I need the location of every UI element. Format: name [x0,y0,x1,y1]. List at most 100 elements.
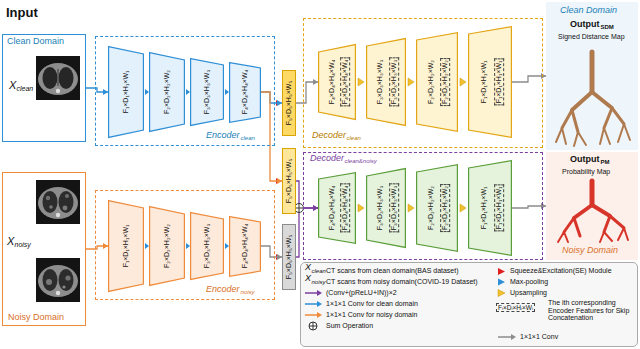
legend-upsampling-triangle [498,290,505,297]
feature-size: F₂×D₂×H₂×W₂ [163,224,171,268]
ct-scan-part [63,206,68,211]
connector-arrow [261,92,282,106]
node-label: Decoder [310,154,344,164]
max-pooling-symbol-part [186,89,190,95]
ct-scan [36,56,80,100]
node-label: PM [601,159,610,166]
connector-arrow [512,203,546,209]
ct-scan [36,258,80,302]
block-outline [416,164,458,252]
encoder-block: F₁×D₁×H₁×W₁ [108,46,144,138]
decoder-block: F₃×D₃×H₃×W₃F₃×D₃×H₃×W₃ [366,38,406,126]
ct-scan-part [36,56,80,100]
block-shape [367,39,406,126]
feature-size: F₄×D₄×H₄×W₄ [241,70,249,115]
ct-scan-part [46,279,52,285]
block-shape [367,169,406,248]
upsampling-symbol-part [460,204,466,212]
node-label: Probability Map [562,168,610,176]
node-label: SDM [601,24,614,31]
noisy-output-ground [546,152,638,260]
decoder-block: F₂×D₂×H₂×W₂F₂×D₂×H₂×W₂ [416,164,458,252]
node-label: X [7,235,14,247]
decoder-block: F₄×D₄×H₄×W₄F₄×D₄×H₄×W₄ [318,172,356,244]
legend-purple-arrow-part [317,290,322,296]
connector-arrow [86,88,108,95]
encoder-block: F₃×D₃×H₃×W₃ [190,58,224,126]
decoder-block: F₃×D₃×H₃×W₃F₃×D₃×H₃×W₃ [366,168,406,248]
encoder-block: F₃×D₃×H₃×W₃ [190,212,224,280]
block-outline [318,172,356,244]
block-shape [150,53,185,132]
legend-text: 1×1×1 Conv for clean domain [326,300,418,308]
node-label: Clean Domain [560,6,617,16]
block-shape [469,161,512,256]
ct-scan-part [65,194,69,198]
max-pooling-symbol-part [145,89,149,95]
block-shape [319,45,356,120]
node-label: clean [347,135,361,142]
clean-domain-panel: Clean DomainXclean [2,34,86,142]
arrow-head [313,205,318,211]
feature-size: F₁×D₁×H₁×W₁ [122,225,130,268]
legend-sum-symbol-part [309,322,317,330]
bottleneck-block: F₅×D₅×H₅×W₅ [282,224,296,290]
ct-scan-part [56,213,60,217]
legend-label: CT scans from clean domain(BAS dataset) [326,267,459,275]
max-pooling-symbol-part [225,89,229,95]
upsampling-symbol-part [408,204,414,212]
legend-blue-arrow-part [305,303,318,305]
legend-grey-arrow-part [498,336,512,338]
legend-text: (Conv+(pReLU+IN))×2 [326,289,397,297]
ct-scan-part [59,67,74,89]
node-label: Decoder [312,131,346,141]
feature-size: F₂×D₂×H₂×W₂ [163,70,171,114]
ct-scan-part [43,67,58,89]
ct-scan-part [43,191,58,213]
legend-grey-arrow-part [511,334,516,340]
airway-tree-sdm-part [562,108,624,132]
arrow-head [103,89,108,95]
skip-feature-size: F₄×D₄×H₄×W₄ [340,58,350,107]
legend-text: Squeeze&Excitation(SE) Module [510,267,612,275]
block-shape [109,47,144,138]
block-outline [468,26,512,138]
connector-line [512,206,546,208]
encoder-block: F₂×D₂×H₂×W₂ [149,52,185,132]
feature-size: F₄×D₄×H₄×W₄ [328,186,336,231]
legend-grey-arrow [498,334,516,340]
skip-feature-size: F₂×D₂×H₂×W₂ [441,58,451,106]
ct-scan-part [56,291,60,295]
airway-tree-pm-part [564,216,624,236]
airway-tree-sdm [556,52,630,146]
output-panel: Clean DomainOutputSDMSigned Distance Map [546,2,638,150]
block-shape [230,216,261,276]
feature-size: F₅×D₅×H₅×W₅ [285,81,293,126]
encoder-block: F₁×D₁×H₁×W₁ [108,200,144,292]
arrow-head [313,79,318,85]
legend-sum-symbol-part [309,322,317,330]
feature-size: F₄×D₄×H₄×W₄ [328,60,336,105]
airway-tree-sdm-part [556,124,630,146]
legend-text: The ith corresponding Encoder Features f… [548,299,634,322]
node-label: clean [241,135,255,142]
ct-scan-part [36,180,80,224]
ct-scan-part [38,187,78,219]
connector-arrow [512,73,546,82]
connector-line [296,208,318,257]
encoder-group: Encoderclean F₁×D₁×H₁×W₁ F₂×D₂×H₂×W₂ F₃×D₃×… [95,36,275,146]
connector-arrow [296,79,318,103]
legend-orange-arrow-part [317,312,322,318]
legend-text: Sum Operation [326,322,373,330]
node-label: Encoder [206,131,240,141]
airway-tree-pm-part [590,181,595,205]
ct-scan [36,180,80,224]
noisy-domain-panel: XnoisyNoisy Domain [2,172,86,326]
node-label: X [9,79,16,91]
decoder-group: Decoderclean&noisyF₄×D₄×H₄×W₄F₄×D₄×H₄×W₄… [303,152,543,260]
block-outline [318,44,356,120]
decoder-block: F₄×D₄×H₄×W₄ F₄×D₄×H₄×W₄ [318,44,356,120]
encoder-block: F₂×D₂×H₂×W₂ [149,206,185,286]
arrow-head [103,243,108,249]
legend-sum-symbol [309,322,317,330]
